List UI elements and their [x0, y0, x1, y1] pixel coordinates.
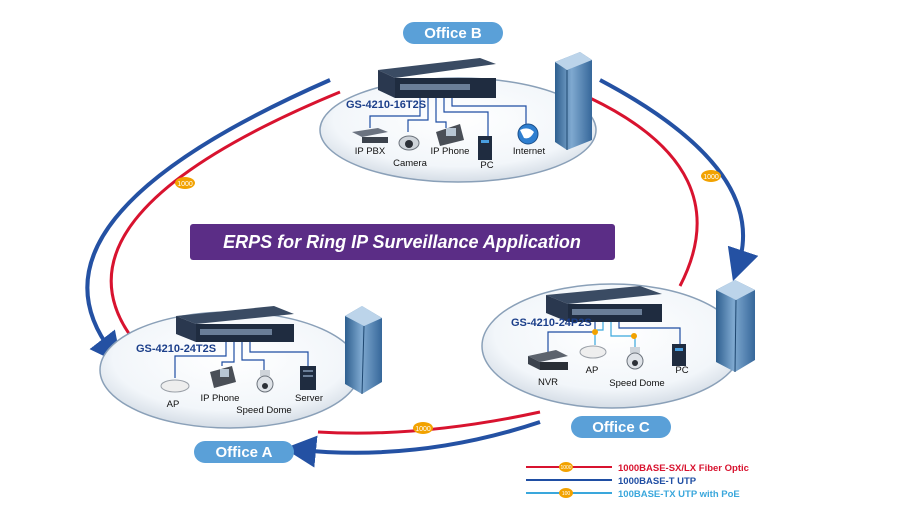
- fiber-link-b-c: [589, 96, 699, 287]
- office-c-switch-model: GS-4210-24P2S: [511, 317, 592, 329]
- svg-text:100BASE-TX UTP with PoE: 100BASE-TX UTP with PoE: [618, 489, 740, 500]
- office-b-label: Office B: [403, 22, 503, 44]
- office-c-platform: [481, 283, 743, 409]
- svg-text:Office C: Office C: [592, 419, 650, 436]
- utp-arrow-b-a: [85, 78, 331, 365]
- device-label-server: Server: [295, 393, 323, 404]
- device-label-speed-dome-a: Speed Dome: [236, 405, 291, 416]
- device-label-ip-phone-a: IP Phone: [201, 393, 240, 404]
- svg-text:Office B: Office B: [424, 25, 482, 42]
- link-badge-right: 1000: [701, 170, 721, 182]
- office-a-switch-model: GS-4210-24T2S: [136, 343, 216, 355]
- nvr-icon: [528, 350, 568, 370]
- device-label-ip-phone: IP Phone: [431, 146, 470, 157]
- device-label-camera: Camera: [393, 158, 428, 169]
- link-badge-left: 1000: [175, 177, 195, 189]
- device-label-ap-a: AP: [167, 399, 180, 410]
- legend-item-utp: 1000BASE-T UTP: [526, 476, 697, 487]
- svg-text:1000: 1000: [703, 174, 719, 181]
- svg-text:100: 100: [562, 491, 571, 497]
- device-label-internet: Internet: [513, 146, 546, 157]
- svg-text:Office A: Office A: [216, 444, 273, 461]
- office-b-switch-model: GS-4210-16T2S: [346, 99, 426, 111]
- office-c-label: Office C: [571, 416, 671, 438]
- svg-text:1000: 1000: [177, 181, 193, 188]
- device-label-speed-dome-c: Speed Dome: [609, 378, 664, 389]
- diagram-title: ERPS for Ring IP Surveillance Applicatio…: [223, 232, 581, 252]
- svg-text:1000BASE-T UTP: 1000BASE-T UTP: [618, 476, 697, 487]
- poe-badge-ap: [592, 329, 598, 335]
- office-b-building-icon: [555, 52, 592, 150]
- device-label-nvr: NVR: [538, 377, 558, 388]
- office-a-label: Office A: [194, 441, 294, 463]
- pc-icon: [478, 136, 492, 160]
- svg-text:1000: 1000: [560, 465, 571, 471]
- office-c-cables: [547, 322, 681, 352]
- title-banner: ERPS for Ring IP Surveillance Applicatio…: [190, 224, 615, 260]
- legend: 1000 1000BASE-SX/LX Fiber Optic 1000BASE…: [526, 462, 749, 500]
- fiber-link-b-a: [109, 90, 341, 349]
- ap-icon-c: [579, 345, 607, 359]
- poe-badge-speed-dome: [631, 333, 637, 339]
- device-label-ip-pbx: IP PBX: [355, 146, 386, 157]
- office-c-switch: [546, 286, 662, 322]
- legend-item-fiber: 1000 1000BASE-SX/LX Fiber Optic: [526, 462, 749, 474]
- device-label-ap-c: AP: [586, 365, 599, 376]
- device-label-pc: PC: [480, 160, 493, 171]
- speed-dome-icon-a: [256, 370, 274, 393]
- office-a-switch: [176, 306, 294, 342]
- office-a-building-icon: [345, 306, 382, 395]
- camera-icon: [398, 135, 420, 151]
- internet-globe-icon: [517, 123, 539, 145]
- legend-item-poe: 100 100BASE-TX UTP with PoE: [526, 488, 740, 500]
- link-badge-bottom: 1000: [413, 422, 433, 434]
- office-c-building-icon: [716, 280, 755, 373]
- utp-arrow-b-c: [599, 78, 759, 282]
- ip-phone-icon: [436, 124, 464, 146]
- office-b: Office B GS-4210-16T2S IP PBX: [319, 22, 597, 183]
- ip-phone-icon-a: [210, 366, 236, 388]
- svg-text:1000: 1000: [415, 426, 431, 433]
- office-b-cables: [369, 98, 527, 136]
- svg-text:1000BASE-SX/LX Fiber Optic: 1000BASE-SX/LX Fiber Optic: [618, 463, 749, 474]
- server-icon: [300, 366, 316, 390]
- office-a-cables: [174, 342, 309, 378]
- office-a: GS-4210-24T2S AP IP Phone Speed Dome Ser…: [99, 306, 382, 463]
- ap-icon: [160, 379, 190, 393]
- ip-pbx-icon: [352, 128, 388, 143]
- speed-dome-icon-c: [626, 347, 644, 370]
- pc-icon-c: [672, 344, 686, 366]
- device-label-pc-c: PC: [675, 365, 688, 376]
- utp-arrow-c-a: [284, 420, 541, 468]
- ring-links: 1000 1000 1000: [85, 78, 759, 468]
- office-b-switch: [378, 58, 496, 98]
- office-c: GS-4210-24P2S NVR AP Speed Dome P: [481, 280, 755, 438]
